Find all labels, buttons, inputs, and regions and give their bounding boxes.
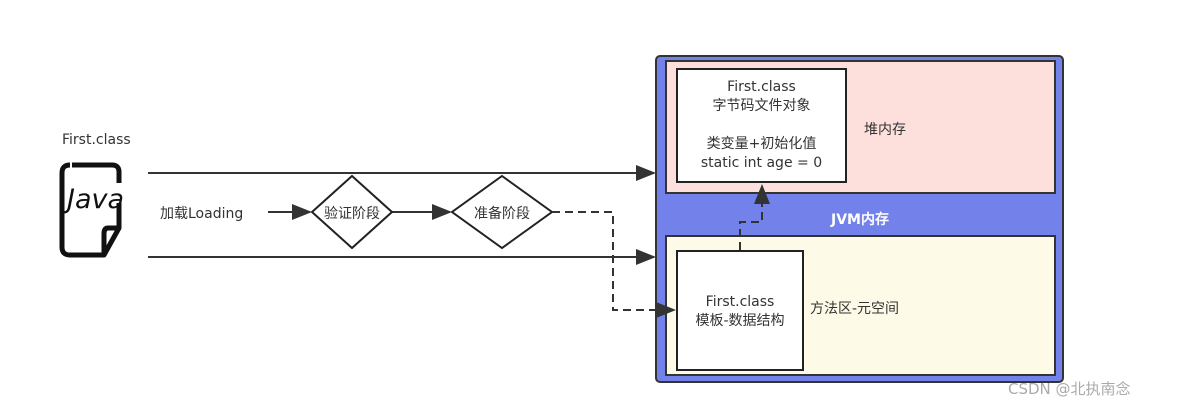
template-line-2: 模板-数据结构 (695, 313, 785, 329)
jvm-memory-label: JVM内存 (831, 212, 889, 228)
template-line-1: First.class (705, 294, 775, 310)
class-template-box: First.class 模板-数据结构 (676, 250, 804, 371)
dashed-prepare-to-template (552, 211, 676, 318)
method-area-label: 方法区-元空间 (810, 301, 900, 317)
heap-memory-label: 堆内存 (864, 122, 906, 138)
java-file-icon (59, 162, 122, 258)
object-line-1: First.class (727, 79, 796, 95)
object-line-3: 类变量+初始化值 (706, 136, 817, 152)
prepare-stage-label: 准备阶段 (474, 206, 530, 222)
object-line-2: 字节码文件对象 (712, 98, 811, 114)
dashed-template-to-object (739, 184, 770, 250)
watermark: CSDN @北执南念 (1008, 380, 1131, 398)
object-line-4: static int age = 0 (700, 155, 823, 171)
prepare-diamond (450, 174, 554, 250)
loading-stage-label: 加载Loading (160, 206, 244, 222)
java-icon-text: Java (67, 184, 125, 215)
bytecode-object-box: First.class 字节码文件对象 类变量+初始化值 static int … (676, 68, 847, 183)
source-file-label: First.class (62, 132, 131, 148)
verify-stage-label: 验证阶段 (324, 206, 380, 222)
verify-diamond (310, 174, 394, 250)
